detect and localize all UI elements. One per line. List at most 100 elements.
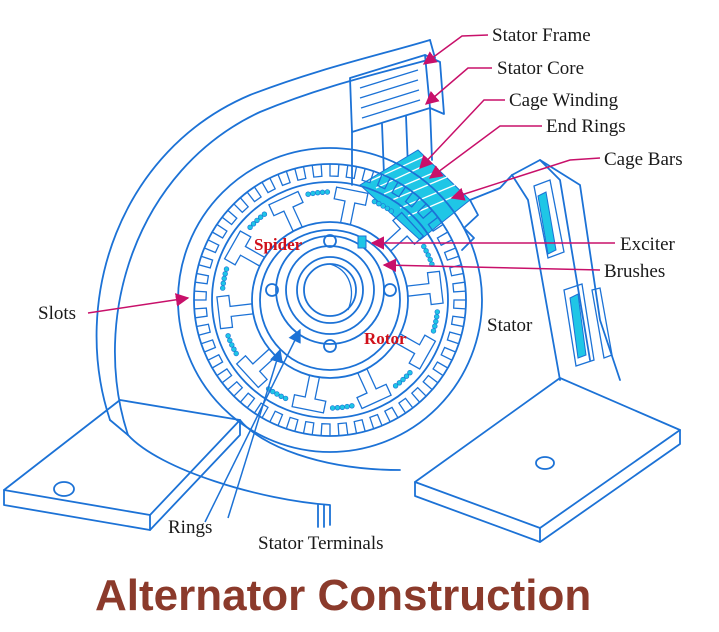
label-stator-frame: Stator Frame [492,25,591,46]
stator-slot [221,209,238,226]
rotor-pole [406,270,444,306]
coil-conductor [231,346,237,352]
stator-slot [422,374,439,391]
stator-slot [253,402,269,419]
stator-ring [177,147,483,453]
label-rotor: Rotor [364,329,407,348]
stator-slot [329,164,340,177]
stator-slot [443,247,460,261]
coil-conductor [329,405,336,411]
label-cage-bars: Cage Bars [604,149,683,170]
stator-slot [227,380,244,397]
stator-slot [285,416,299,432]
coil-conductor [278,393,284,399]
coil-conductor [233,350,239,357]
coil-conductor [376,201,382,207]
stator-slot [410,386,427,403]
coil-conductor [423,248,429,254]
coil-conductor [247,224,253,231]
coil-conductor [425,252,431,258]
diagram-title: Alternator Construction [95,571,591,620]
coil-conductor [433,318,439,325]
coil-conductor [434,309,440,315]
stator-slot [383,406,399,423]
stator-slot [416,203,433,220]
coil-conductor [421,243,427,250]
rotor-pole [383,211,425,252]
stator-slot [233,197,250,214]
label-cage-winding: Cage Winding [509,90,619,111]
rotor-pole [235,348,277,389]
coil-conductor [229,342,235,348]
label-stator-terminals: Stator Terminals [258,533,384,554]
rotor-pole [268,190,304,232]
stator-slot [404,191,421,208]
rotor-pole [394,333,437,370]
label-stator: Stator [487,315,533,336]
stator-slot [269,410,284,426]
coil-conductor [220,285,226,291]
stator-slot [452,281,466,293]
label-slots: Slots [38,303,76,324]
label-stator-core: Stator Core [497,58,584,79]
label-brushes: Brushes [604,261,665,282]
stator-slot [204,239,220,254]
stator-slot [398,397,414,414]
stator-slot [311,164,323,178]
coil-conductor [371,198,378,205]
coil-conductor [392,383,399,389]
coil-conductor [282,395,289,402]
stator-slot [194,307,208,319]
coil-conductor [334,405,341,411]
stator-slot [207,353,224,369]
stator-slot [391,181,407,198]
coil-conductor [344,403,350,410]
coil-conductor [324,189,331,195]
stator-slot [446,331,462,345]
stator-slot [302,420,315,435]
stator-slot [198,255,214,269]
coil-conductor [310,190,316,197]
stator-slot [211,223,228,239]
cage-winding [359,149,479,251]
stator-slot [345,165,358,180]
stator-slot [239,392,256,409]
stator-slot [376,174,391,190]
coil-conductor [220,280,227,286]
coil-conductor [319,189,326,196]
coil-conductor [250,221,257,227]
label-spider: Spider [254,235,303,254]
stator-slot [450,315,465,328]
stator-slot [320,423,331,436]
callouts [87,34,615,523]
coil-conductor [400,376,406,383]
coil-conductor [315,190,321,196]
stator-slot [440,346,456,361]
coil-conductor [384,205,390,212]
coil-conductor [339,404,345,410]
label-end-rings: End Rings [546,116,626,137]
left-base-plate [3,399,241,531]
coil-conductor [427,256,433,263]
stator-slot [261,177,277,194]
coil-conductor [407,370,413,376]
stator-slot [216,368,233,384]
stator-frame [95,39,445,528]
coil-conductor [380,203,386,209]
stator-slot [369,413,383,430]
stator-slot [277,170,291,187]
stator-slot [453,299,466,310]
coil-conductor [305,191,311,197]
stator-slot [427,216,444,232]
rotor-pole [291,374,327,414]
labels: Stator Frame Stator Core Cage Winding En… [38,25,683,554]
rotor-pole [356,368,392,410]
coil-conductor [388,208,395,214]
stator-slot [194,290,207,301]
coil-conductor [396,380,403,386]
right-bracket [469,159,621,381]
coil-conductor [432,323,438,329]
label-exciter: Exciter [620,234,676,255]
coil-conductor [430,328,437,334]
